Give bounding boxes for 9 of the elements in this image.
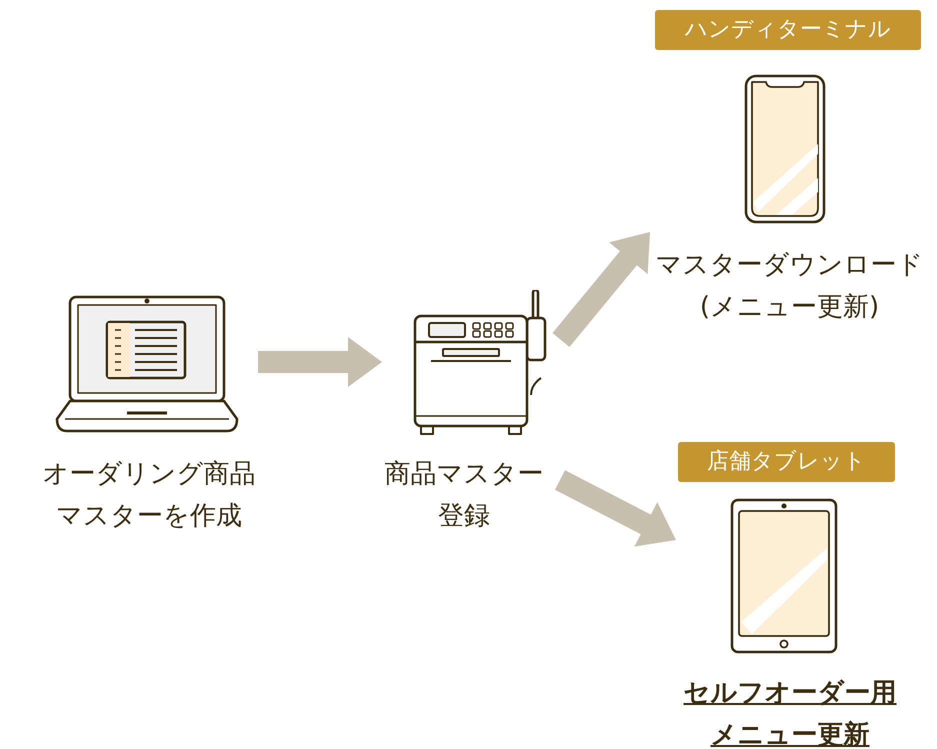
node-label: 商品マスター登録 [384,458,544,533]
node-label: オーダリング商品マスターを作成 [42,458,256,533]
arrow [258,337,382,387]
arrow [552,232,650,347]
node-label: マスターダウンロード(メニュー更新) [654,249,924,324]
node-label: セルフオーダー用メニュー更新 [682,677,898,749]
category-badge: ハンディターミナル [655,10,921,50]
category-badge: 店舗タブレット [678,442,895,482]
arrow [554,470,676,547]
